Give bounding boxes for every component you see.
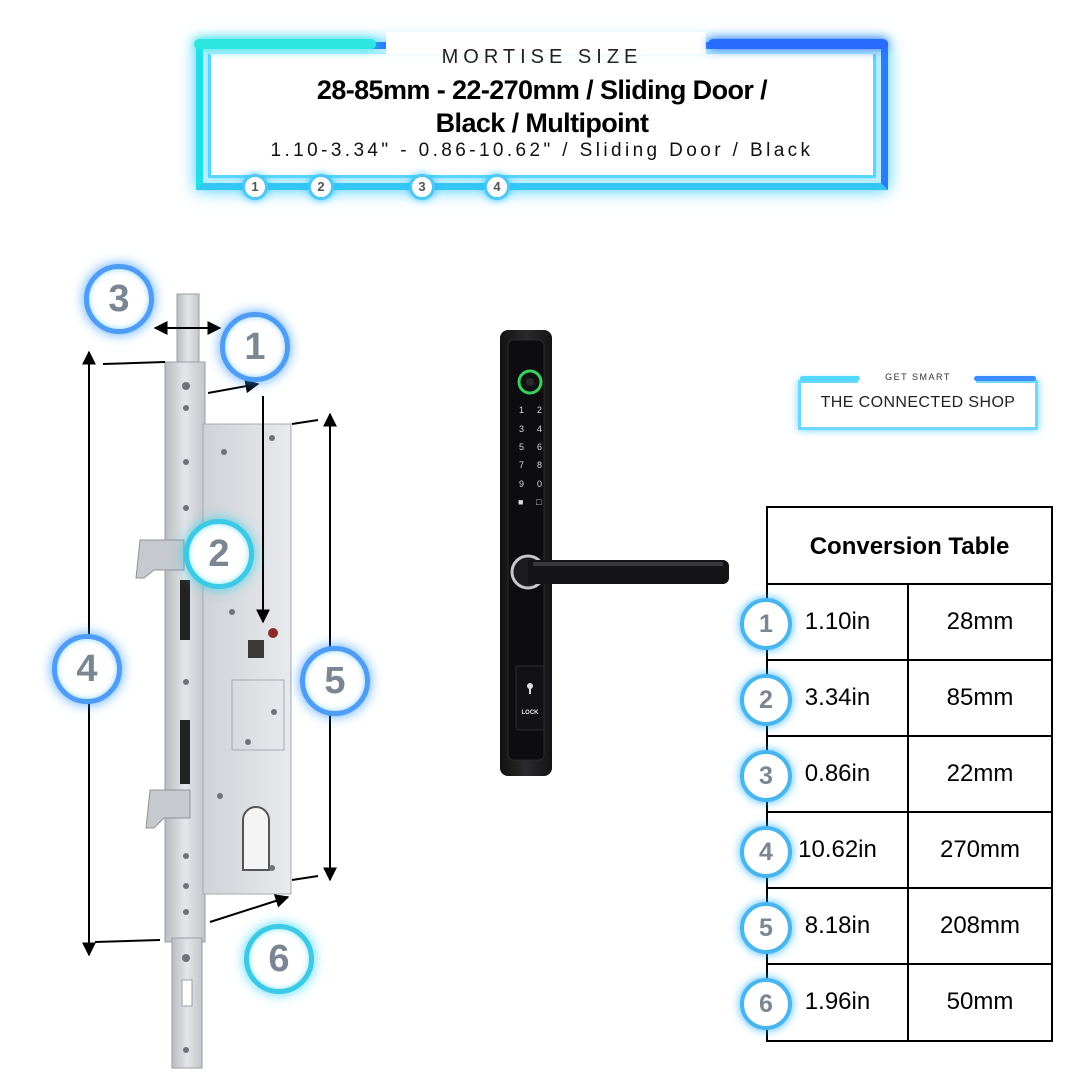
header-inner-frame — [208, 54, 876, 178]
dimension-badge-2: 2 — [184, 519, 254, 589]
title-line-2: Black / Multipoint — [435, 108, 649, 138]
handle-keypad: 1 2 3 4 5 6 7 8 9 0 ■ □ — [512, 402, 548, 512]
key-6[interactable]: 6 — [537, 442, 543, 452]
lock-button-label[interactable]: LOCK — [521, 710, 539, 716]
table-row: 6 1.96in 50mm — [740, 965, 1051, 1041]
key-8[interactable]: 8 — [537, 460, 543, 470]
header-frame-gap — [386, 32, 706, 54]
logo-neon-bar-right — [974, 376, 1036, 381]
inches-cell: 0.86in — [768, 737, 909, 811]
inches-cell: 3.34in — [768, 661, 909, 735]
logo-tagline: GET SMART — [885, 372, 951, 382]
unlock-key-icon[interactable]: □ — [536, 497, 542, 507]
brand-logo[interactable]: GET SMART THE CONNECTED SHOP — [798, 372, 1038, 430]
row-badge: 5 — [740, 902, 792, 954]
key-0[interactable]: 0 — [537, 479, 543, 489]
mm-cell: 50mm — [946, 988, 1014, 1015]
key-4[interactable]: 4 — [537, 424, 543, 434]
dimension-badge-1: 1 — [220, 312, 290, 382]
mm-cell: 208mm — [939, 912, 1021, 939]
table-row: 5 8.18in 208mm — [740, 889, 1051, 965]
dimension-badge-5: 5 — [300, 646, 370, 716]
conversion-table: Conversion Table 1 1.10in 28mm 2 3.34in … — [740, 506, 1053, 1042]
header-badge-1: 1 — [242, 174, 268, 200]
row-badge: 3 — [740, 750, 792, 802]
header-badge-2: 2 — [308, 174, 334, 200]
dimension-badge-4: 4 — [52, 634, 122, 704]
key-2[interactable]: 2 — [537, 405, 543, 415]
header-badge-4: 4 — [484, 174, 510, 200]
logo-name: THE CONNECTED SHOP — [820, 394, 1016, 411]
key-3[interactable]: 3 — [519, 424, 525, 434]
inches-cell: 8.18in — [768, 889, 909, 963]
inches-cell: 10.62in — [768, 813, 909, 887]
key-5[interactable]: 5 — [519, 442, 525, 452]
row-badge: 1 — [740, 598, 792, 650]
header-neon-bar-left — [194, 39, 376, 49]
table-row: 2 3.34in 85mm — [740, 661, 1051, 737]
conversion-table-title: Conversion Table — [768, 508, 1051, 585]
mm-cell: 85mm — [946, 684, 1014, 711]
row-badge: 6 — [740, 978, 792, 1030]
key-7[interactable]: 7 — [519, 460, 525, 470]
table-row: 3 0.86in 22mm — [740, 737, 1051, 813]
logo-frame-gap — [858, 372, 976, 386]
page-title: 28-85mm - 22-270mm / Sliding Door / Blac… — [236, 74, 848, 140]
mm-cell: 28mm — [946, 608, 1014, 635]
inches-cell: 1.96in — [768, 965, 909, 1041]
header-subtitle: 1.10-3.34" - 0.86-10.62" / Sliding Door … — [270, 140, 814, 161]
logo-neon-bar-left — [800, 376, 860, 381]
header-badge-3: 3 — [409, 174, 435, 200]
table-row: 1 1.10in 28mm — [740, 585, 1051, 661]
row-badge: 4 — [740, 826, 792, 878]
dimension-badge-3: 3 — [84, 264, 154, 334]
mm-cell: 22mm — [946, 760, 1014, 787]
mortise-lock — [135, 293, 292, 1069]
lock-key-icon[interactable]: ■ — [518, 497, 524, 507]
smart-handle — [500, 330, 729, 776]
header-kicker: MORTISE SIZE — [441, 46, 643, 68]
dimension-badge-6: 6 — [244, 924, 314, 994]
title-line-1: 28-85mm - 22-270mm / Sliding Door / — [316, 75, 768, 105]
key-1[interactable]: 1 — [519, 405, 525, 415]
mm-cell: 270mm — [939, 836, 1021, 863]
inches-cell: 1.10in — [768, 585, 909, 659]
header-banner: MORTISE SIZE 28-85mm - 22-270mm / Slidin… — [194, 32, 888, 200]
header-neon-bar-right — [708, 39, 888, 49]
row-badge: 2 — [740, 674, 792, 726]
key-9[interactable]: 9 — [519, 479, 525, 489]
table-row: 4 10.62in 270mm — [740, 813, 1051, 889]
